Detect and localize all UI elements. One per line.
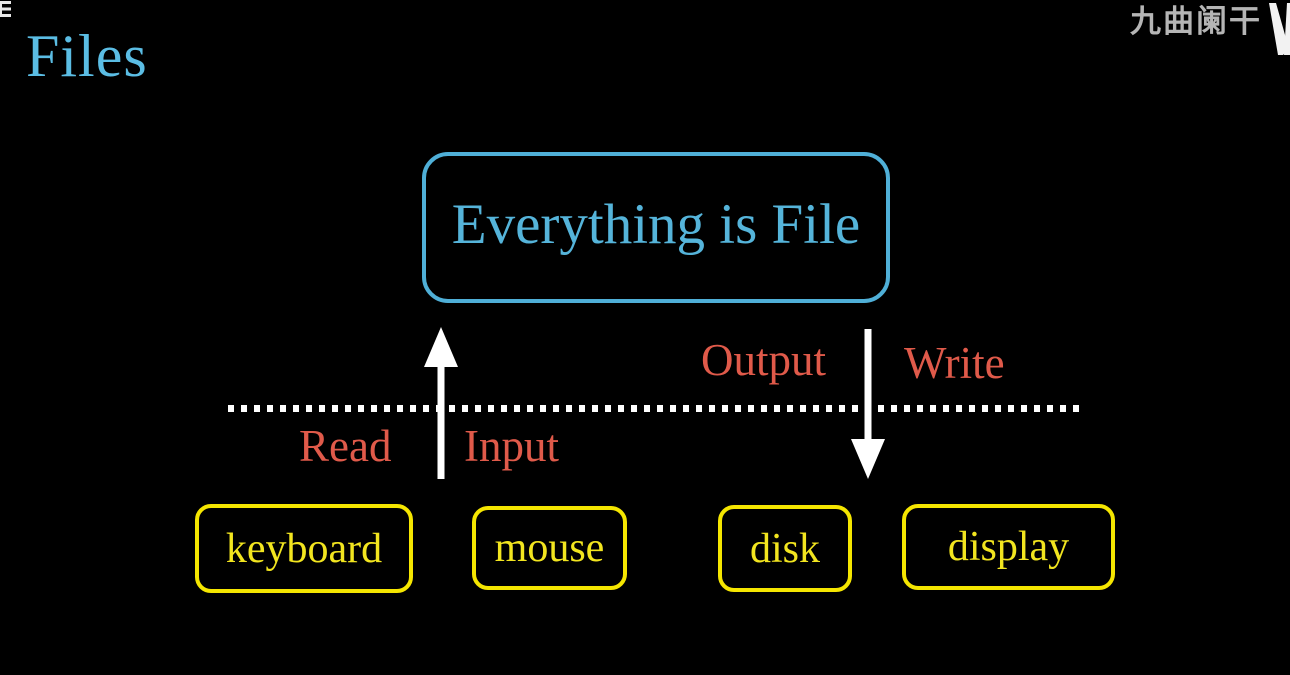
- watermark: 九曲阑干: [1130, 3, 1290, 55]
- device-box-display: display: [902, 504, 1115, 590]
- output-label: Output: [701, 335, 827, 385]
- clipped-subtitle-glyph: [0, 1, 11, 17]
- read-label: Read: [299, 421, 392, 471]
- main-box-label: Everything is File: [451, 193, 861, 256]
- input-read-up-arrow: [424, 327, 458, 479]
- device-label: mouse: [494, 525, 605, 571]
- watermark-logo-icon: [1269, 3, 1290, 55]
- device-box-mouse: mouse: [472, 506, 627, 590]
- watermark-text: 九曲阑干: [1130, 4, 1262, 39]
- write-label: Write: [904, 338, 1005, 388]
- device-box-disk: disk: [718, 505, 852, 592]
- device-label: disk: [749, 525, 820, 572]
- input-label: Input: [464, 421, 559, 471]
- user-kernel-boundary-line: [228, 405, 1083, 412]
- device-box-keyboard: keyboard: [195, 504, 413, 593]
- page-title: Files: [26, 23, 148, 89]
- everything-is-file-box: Everything is File: [422, 152, 890, 303]
- device-label: keyboard: [225, 525, 383, 572]
- output-write-down-arrow: [851, 329, 885, 479]
- device-label: display: [947, 524, 1070, 570]
